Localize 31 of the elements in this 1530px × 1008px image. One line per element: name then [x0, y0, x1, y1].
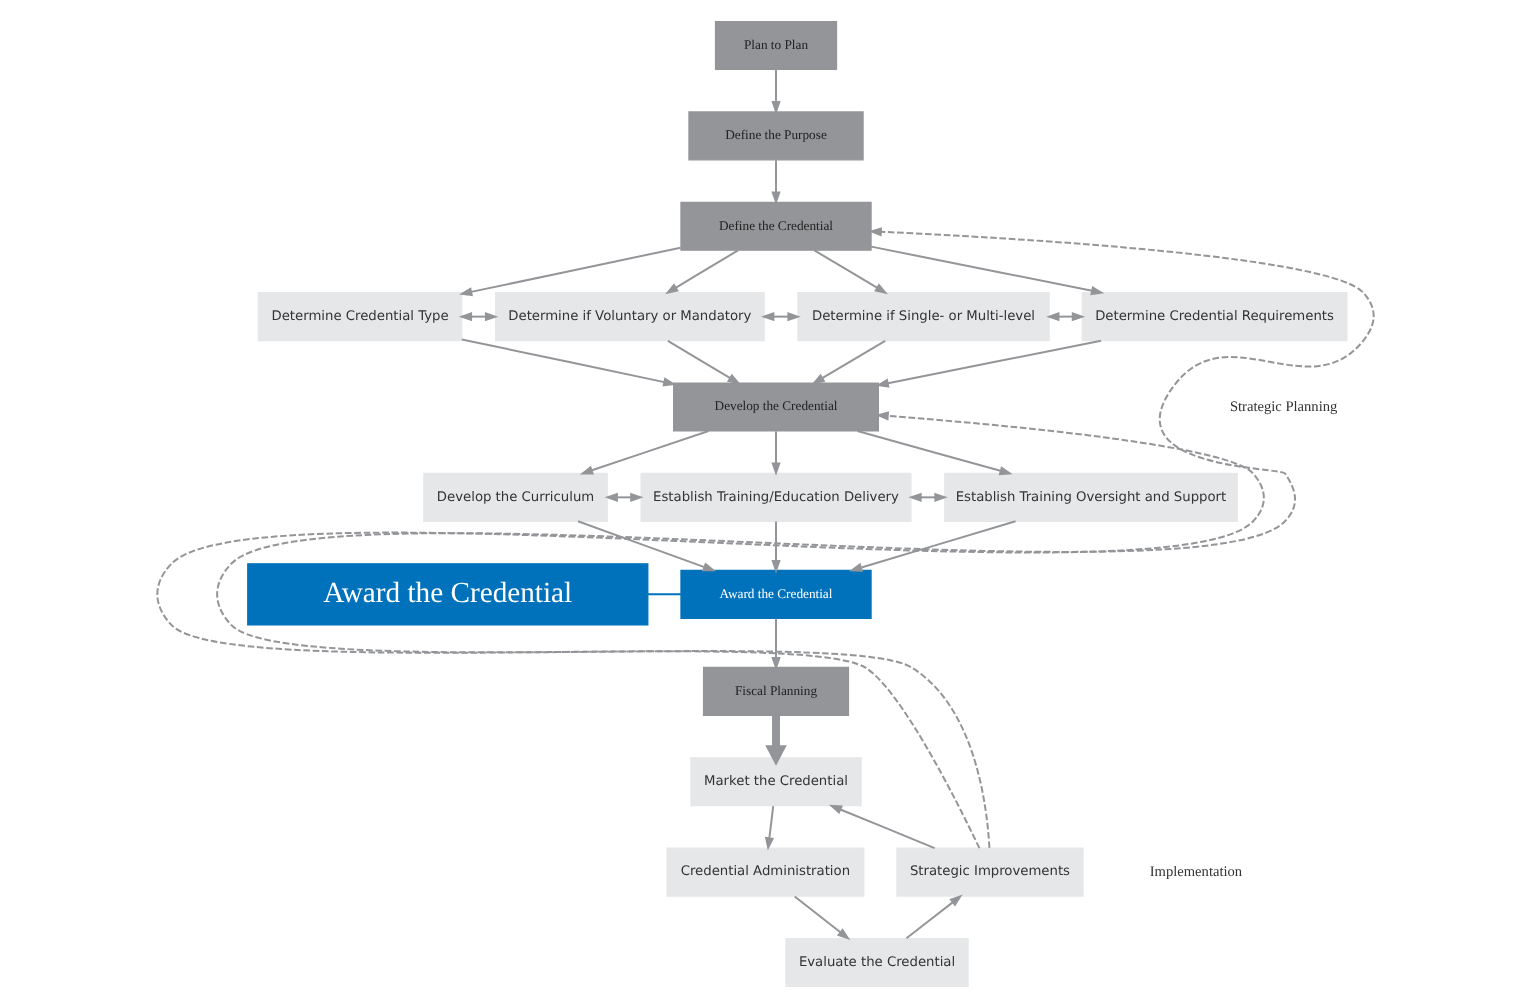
arrow	[812, 249, 887, 295]
node-box: Award the Credential	[246, 563, 648, 626]
arrow	[792, 895, 850, 941]
arrow	[855, 430, 1012, 476]
arrow	[770, 430, 780, 476]
arrow	[458, 246, 681, 297]
arrow	[810, 339, 886, 385]
arrow	[1045, 311, 1085, 322]
arrow	[215, 227, 1374, 849]
arrow	[874, 339, 1102, 388]
arrow	[904, 894, 962, 940]
arrow	[764, 715, 786, 766]
arrow	[848, 520, 1016, 572]
arrow	[770, 520, 780, 574]
label: Implementation	[1148, 861, 1242, 880]
arrow	[827, 804, 935, 850]
arrow	[459, 338, 676, 387]
arrow	[760, 311, 800, 322]
connector	[645, 593, 681, 596]
label: Strategic Planning	[1228, 396, 1337, 415]
arrow	[578, 430, 709, 475]
arrow	[664, 249, 738, 295]
arrow	[155, 411, 1264, 850]
arrow	[665, 339, 740, 385]
arrow	[770, 68, 780, 115]
arrow	[457, 311, 498, 322]
arrow	[770, 617, 780, 671]
arrow	[575, 520, 716, 572]
arrow	[763, 805, 774, 851]
arrow	[869, 245, 1104, 296]
arrow	[770, 159, 780, 205]
